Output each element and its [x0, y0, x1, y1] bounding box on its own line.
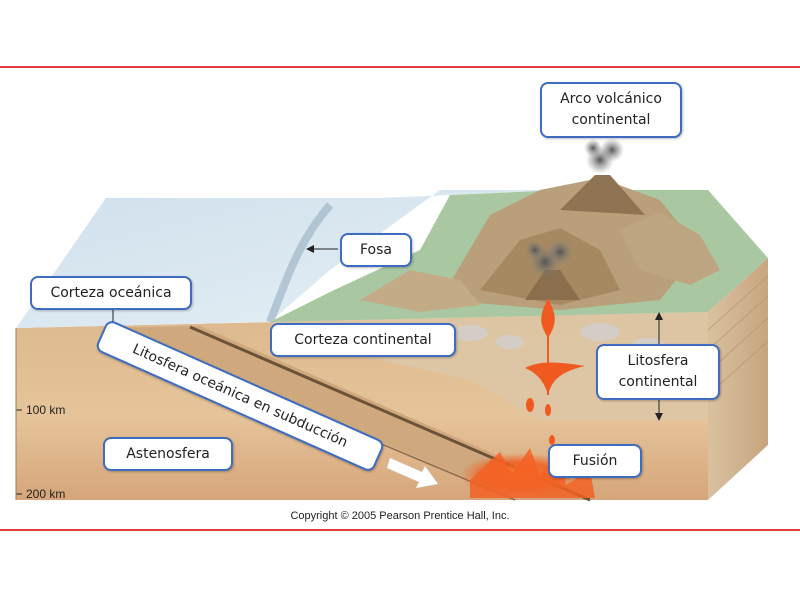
- melt-flames: [470, 448, 595, 498]
- block-right-face: [708, 258, 768, 500]
- eruption-plumes: [525, 138, 624, 278]
- depth-label-100: 100 km: [26, 403, 66, 417]
- label-astenosfera: Astenosfera: [103, 437, 233, 471]
- volcano-main: [560, 175, 645, 215]
- fosa-pointer-arrow: [306, 245, 338, 253]
- copyright-notice: Copyright © 2005 Pearson Prentice Hall, …: [290, 510, 510, 522]
- label-arco-volcanico-continental: Arco volcánico continental: [540, 82, 682, 138]
- label-fosa: Fosa: [340, 233, 412, 267]
- depth-ticks: [16, 409, 22, 495]
- top-red-rule: [0, 66, 800, 68]
- label-fusion: Fusión: [548, 444, 642, 478]
- bottom-red-rule: [0, 529, 800, 531]
- label-fusion-text: Fusión: [572, 452, 618, 469]
- label-arco-line1: Arco volcánico: [560, 91, 662, 107]
- label-arco-line2: continental: [571, 112, 651, 128]
- depth-label-200: 200 km: [26, 487, 66, 501]
- volcano-secondary: [525, 270, 580, 300]
- label-corteza-oceanica: Corteza oceánica: [30, 276, 192, 310]
- subduction-arrow: [386, 457, 439, 489]
- magma-path: [525, 298, 585, 445]
- trench: [266, 202, 334, 324]
- label-fosa-text: Fosa: [360, 241, 392, 258]
- label-corteza-continental-text: Corteza continental: [294, 331, 432, 348]
- subducting-slab: [105, 326, 600, 500]
- label-litosfera-line2: continental: [618, 374, 698, 390]
- label-astenosfera-text: Astenosfera: [126, 445, 210, 462]
- label-corteza-oceanica-text: Corteza oceánica: [50, 284, 172, 301]
- label-corteza-continental: Corteza continental: [270, 323, 456, 357]
- label-litosfera-continental: Litosfera continental: [596, 344, 720, 400]
- label-litosfera-line1: Litosfera: [627, 353, 689, 369]
